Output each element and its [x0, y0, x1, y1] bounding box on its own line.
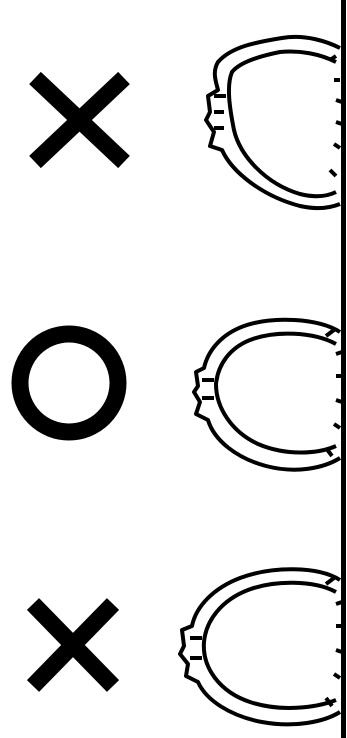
circle-mark-icon: [20, 334, 118, 432]
cross-mark-icon: [33, 604, 113, 686]
mounting-wall-line: [341, 0, 346, 738]
row-2: [20, 320, 342, 470]
tire-profile-correct-icon: [194, 320, 342, 470]
cross-mark-icon: [35, 78, 124, 162]
tire-profile-off-center-icon: [180, 569, 342, 724]
row-3: [33, 569, 342, 724]
tire-profile-pinched-icon: [206, 37, 342, 208]
row-1: [35, 37, 342, 208]
